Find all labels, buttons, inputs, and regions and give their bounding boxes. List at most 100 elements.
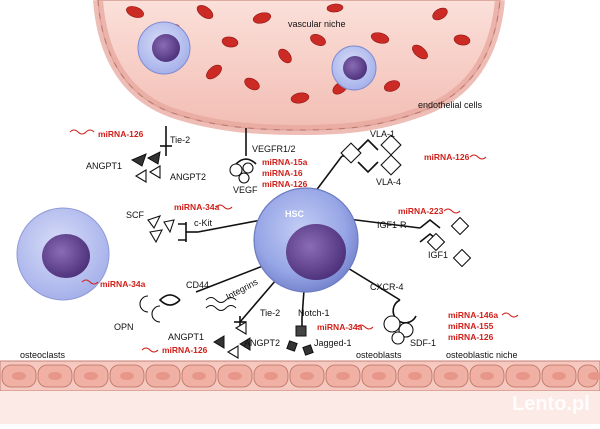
integrins-wave xyxy=(205,305,237,311)
mirna-cd44: miRNA-34a xyxy=(100,279,146,289)
osteoblast-nucleus xyxy=(48,372,62,380)
notch1-label: Notch-1 xyxy=(298,308,330,318)
osteoblast-nucleus xyxy=(336,372,350,380)
vessel-leukocyte xyxy=(331,45,377,91)
vla-ligands xyxy=(340,134,402,176)
lento-watermark: Lento.pl xyxy=(512,393,590,415)
endothelial-cells-label: endothelial cells xyxy=(418,100,483,110)
angpt2-top-label: ANGPT2 xyxy=(170,172,206,182)
angpt-ligand-bottom xyxy=(213,321,251,359)
rbc xyxy=(453,34,471,46)
osteoblast-nucleus xyxy=(300,372,314,380)
notch1-box xyxy=(295,325,307,337)
igf1-label: IGF1 xyxy=(428,250,448,260)
opn-ligand xyxy=(139,295,161,323)
vla1-label: VLA-1 xyxy=(370,129,395,139)
rbc xyxy=(326,3,344,13)
rbc xyxy=(196,5,214,19)
vegfr-receptor xyxy=(235,128,257,165)
igf1-ligand xyxy=(426,216,472,268)
vascular-niche-label: vascular niche xyxy=(288,19,346,29)
mirna-angpt-bottom: miRNA-126 xyxy=(162,345,208,355)
mirna-wave xyxy=(469,154,487,160)
osteoblast-nucleus xyxy=(192,372,206,380)
scf-ligand xyxy=(147,215,175,244)
sdf1-label: SDF-1 xyxy=(410,338,436,348)
rbc xyxy=(290,92,310,104)
mirna-vegf-2: miRNA-16 xyxy=(262,168,303,178)
angpt1-bottom-label: ANGPT1 xyxy=(168,332,204,342)
osteoblast-nucleus xyxy=(372,372,386,380)
mirna-igf: miRNA-223 xyxy=(398,206,444,216)
igf1r-label: IGF1-R xyxy=(377,220,407,230)
scf-label: SCF xyxy=(126,210,145,220)
osteoblast-nucleus xyxy=(156,372,170,380)
osteoblast-nucleus xyxy=(588,372,600,380)
cd44-label: CD44 xyxy=(186,280,209,290)
blood-vessel xyxy=(93,0,505,136)
vessel-leukocyte xyxy=(137,21,191,75)
angpt2-bottom-label: ANGPT2 xyxy=(244,338,280,348)
tie2-receptor-top xyxy=(160,126,172,156)
vegf-label: VEGF xyxy=(233,185,258,195)
angpt1-ligand-top xyxy=(130,151,161,167)
osteoblasts-label: osteoblasts xyxy=(356,350,402,360)
osteoblast-nucleus xyxy=(552,372,566,380)
jagged1-label: Jagged-1 xyxy=(314,338,352,348)
rbc xyxy=(370,32,390,44)
osteoblast-nucleus xyxy=(480,372,494,380)
mirna-notch: miRNA-34a xyxy=(317,322,363,332)
hsc-cell xyxy=(253,187,359,293)
osteoblast-nucleus xyxy=(516,372,530,380)
rbc xyxy=(432,7,448,21)
vegf-ligand xyxy=(229,162,254,184)
rbc xyxy=(252,12,272,24)
osteoblast-nucleus xyxy=(12,372,26,380)
cxcr4-label: CXCR-4 xyxy=(370,282,404,292)
mirna-wave xyxy=(215,204,233,210)
osteoblastic-niche-label: osteoblastic niche xyxy=(446,350,518,360)
rbc xyxy=(206,64,222,80)
opn-label: OPN xyxy=(114,322,134,332)
mirna-wave xyxy=(356,324,374,330)
mirna-ckit: miRNA-34a xyxy=(174,202,220,212)
angpt1-top-label: ANGPT1 xyxy=(86,161,122,171)
osteoblast-nucleus xyxy=(120,372,134,380)
vegfr-label: VEGFR1/2 xyxy=(252,144,296,154)
mirna-tie2-top: miRNA-126 xyxy=(98,129,144,139)
mirna-vla: miRNA-126 xyxy=(424,152,470,162)
cd44-receptor xyxy=(158,294,181,306)
ckit-label: c-Kit xyxy=(194,218,212,228)
rbc xyxy=(412,44,428,60)
mirna-wave xyxy=(501,312,519,318)
osteoblast-nucleus xyxy=(84,372,98,380)
rbc xyxy=(126,6,144,18)
osteoblast-nucleus xyxy=(264,372,278,380)
mirna-vegf-3: miRNA-126 xyxy=(262,179,308,189)
osteoblast-layer xyxy=(0,360,600,392)
integrins-label: Integrins xyxy=(224,276,260,301)
rbc xyxy=(383,80,401,92)
rbc xyxy=(221,36,239,48)
sdf1-ligand xyxy=(383,315,414,345)
mirna-sdf-3: miRNA-126 xyxy=(448,332,494,342)
angpt2-ligand-top xyxy=(134,165,161,183)
bone-matrix xyxy=(0,391,600,424)
jagged1-ligand xyxy=(286,340,314,356)
tie2-top-label: Tie-2 xyxy=(170,135,190,145)
hsc-label: HSC xyxy=(285,209,305,219)
integrins-wave xyxy=(205,297,237,303)
mirna-vegf-1: miRNA-15a xyxy=(262,157,308,167)
rbc xyxy=(278,48,292,64)
mirna-wave xyxy=(443,208,461,214)
mirna-wave xyxy=(69,129,95,135)
osteoblast-nucleus xyxy=(228,372,242,380)
bone-marrow-cell xyxy=(16,207,110,301)
rbc xyxy=(244,77,260,91)
mirna-wave xyxy=(141,347,159,353)
vla4-label: VLA-4 xyxy=(376,177,401,187)
watermark-text: Lento.pl xyxy=(512,393,590,415)
mirna-sdf-1: miRNA-146a xyxy=(448,310,498,320)
